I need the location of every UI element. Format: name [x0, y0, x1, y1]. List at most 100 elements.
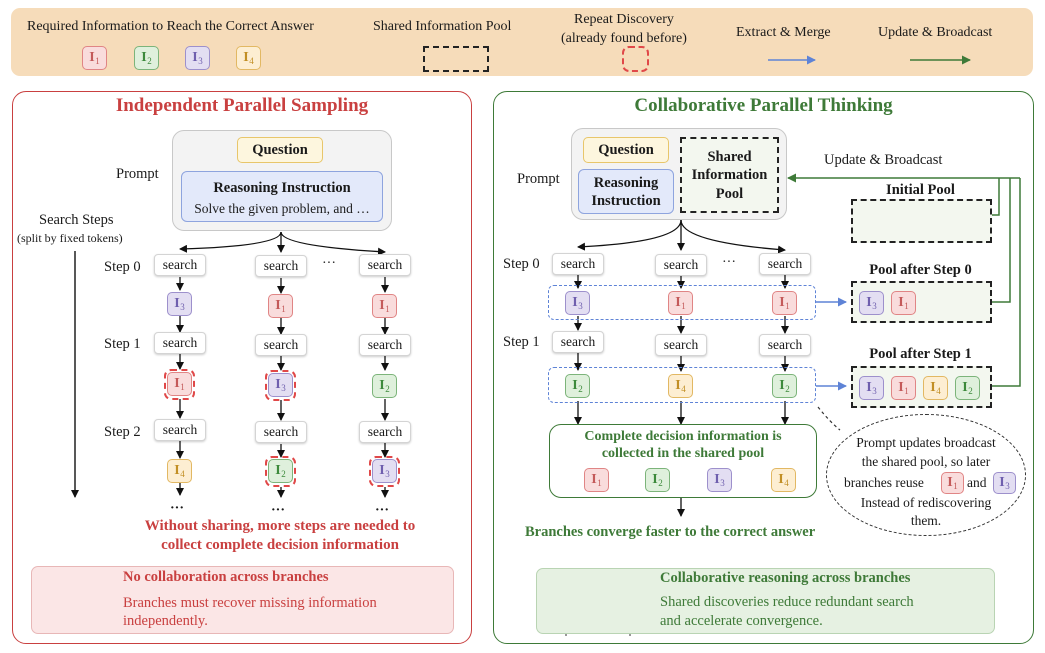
right-reasoning-instruction-box: Reasoning Instruction [578, 169, 674, 214]
right-note-box [536, 568, 995, 634]
legend-shared-pool-swatch [423, 46, 489, 72]
repeat-discovery-marker [369, 456, 400, 487]
legend-repeat-label: Repeat Discovery [574, 12, 674, 27]
search-step: search [255, 421, 307, 443]
right-panel-title: Collaborative Parallel Thinking [634, 95, 893, 116]
left-ri-text: Solve the given problem, and … [194, 201, 370, 216]
left-note-title: No collaboration across branches [123, 569, 329, 585]
search-step: search [759, 334, 811, 356]
left-panel-title: Independent Parallel Sampling [115, 95, 369, 116]
converge-label: Branches converge faster to the correct … [525, 524, 816, 540]
right-prompt-label: Prompt [517, 171, 560, 187]
repeat-discovery-marker [164, 369, 195, 400]
explanation-bubble [826, 414, 1026, 536]
left-warning-line1: Without sharing, more steps are needed t… [144, 518, 416, 534]
search-step: search [655, 334, 707, 356]
step0-extract-group [548, 285, 816, 320]
shared-pool-line3: Pool [715, 186, 744, 202]
search-step: search [552, 331, 604, 353]
bubble-line3a: branches reuse [844, 475, 924, 490]
bubble-line5: them. [910, 512, 942, 528]
bubble-line4: Instead of rediscovering [860, 494, 992, 510]
left-note-line2: independently. [123, 613, 208, 629]
left-question-box: Question [237, 137, 323, 163]
initial-pool-box [851, 199, 992, 243]
pool-step0-title: Pool after Step 0 [869, 261, 972, 278]
prompt-shared-pool: Shared Information Pool [680, 137, 779, 213]
right-question-box: Question [583, 137, 669, 163]
bubble-line1: Prompt updates broadcast [856, 434, 996, 450]
update-broadcast-label: Update & Broadcast [824, 152, 943, 168]
split-note: (split by fixed tokens) [17, 231, 123, 245]
continuation-dots: ··· [271, 503, 286, 518]
step1-extract-group [548, 367, 816, 403]
collaborative-panel [493, 91, 1034, 644]
left-note-box [31, 566, 454, 634]
independent-panel [12, 91, 472, 644]
search-step: search [359, 334, 411, 356]
repeat-discovery-marker [265, 370, 296, 401]
legend-shared-pool-label: Shared Information Pool [373, 19, 512, 34]
left-warning-line2: collect complete decision information [161, 537, 399, 553]
search-step: search [154, 419, 206, 441]
shared-pool-line2: Information [691, 167, 768, 183]
left-prompt-label: Prompt [116, 166, 159, 182]
search-steps-label: Search Steps [39, 212, 114, 228]
pool-step1-title: Pool after Step 1 [869, 345, 972, 362]
legend-required-label: Required Information to Reach the Correc… [27, 19, 314, 34]
right-step0-label: Step 0 [503, 256, 540, 272]
search-step: search [255, 255, 307, 277]
branch-ellipsis: ··· [722, 255, 736, 270]
search-step: search [255, 334, 307, 356]
complete-info-line2: collected in the shared pool [601, 445, 765, 461]
left-step0-label: Step 0 [104, 259, 141, 275]
search-step: search [154, 254, 206, 276]
search-step: search [154, 332, 206, 354]
continuation-dots: ··· [170, 501, 185, 516]
legend-update-label: Update & Broadcast [878, 25, 993, 40]
left-reasoning-instruction-box: Reasoning Instruction Solve the given pr… [181, 171, 383, 222]
bubble-line3b: and [967, 475, 987, 490]
complete-info-line1: Complete decision information is [584, 428, 782, 444]
search-step: search [359, 421, 411, 443]
bubble-line2: the shared pool, so later [861, 453, 991, 469]
initial-pool-title: Initial Pool [886, 181, 955, 198]
search-step: search [552, 253, 604, 275]
right-ri-line1: Reasoning [593, 174, 659, 191]
legend-repeat-sublabel: (already found before) [561, 31, 687, 46]
left-step2-label: Step 2 [104, 424, 141, 440]
left-note-line1: Branches must recover missing informatio… [123, 595, 377, 611]
right-ri-line2: Instruction [591, 192, 661, 209]
right-note-line2: and accelerate convergence. [660, 613, 823, 629]
legend-repeat-swatch [622, 46, 649, 72]
search-step: search [655, 254, 707, 276]
right-step1-label: Step 1 [503, 334, 540, 350]
search-step: search [359, 254, 411, 276]
legend-extract-label: Extract & Merge [736, 25, 831, 40]
